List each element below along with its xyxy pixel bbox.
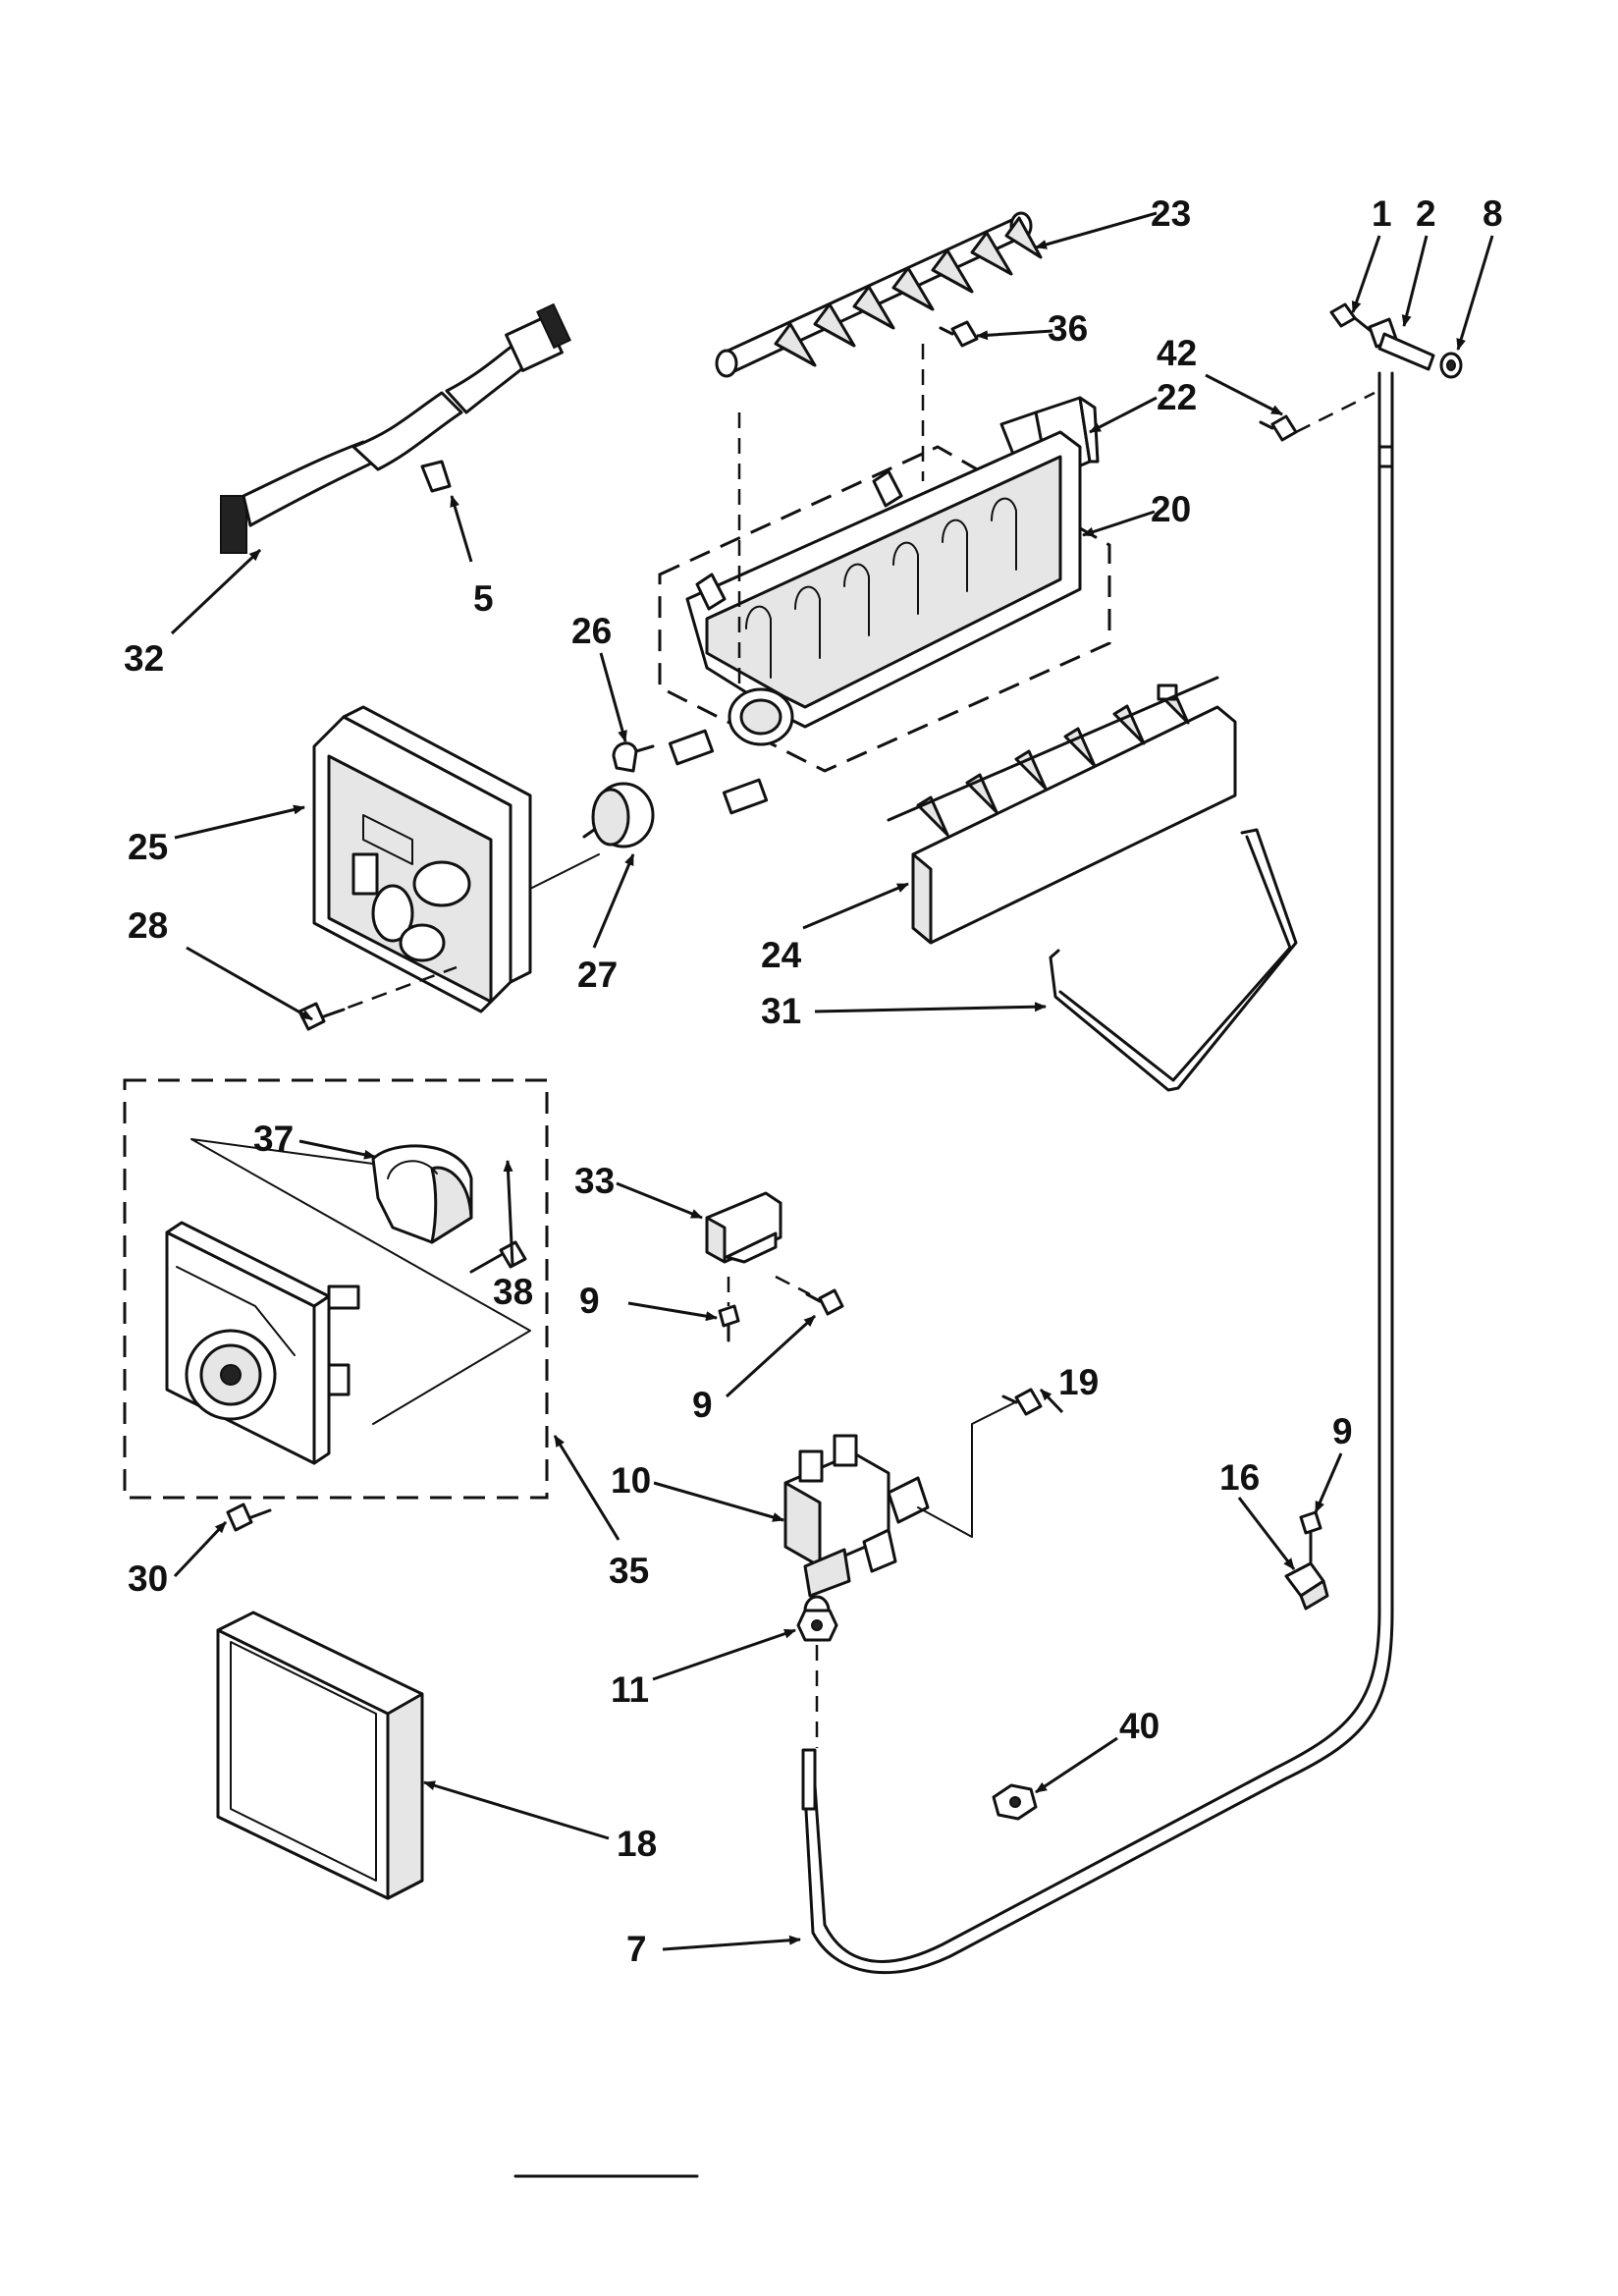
label-9a: 9 [579, 1281, 600, 1321]
label-7: 7 [626, 1929, 647, 1969]
label-19: 19 [1058, 1362, 1099, 1402]
label-23: 23 [1151, 193, 1191, 234]
part-wire-harness [220, 302, 571, 554]
part-screw-30 [226, 1503, 272, 1532]
label-26: 26 [571, 611, 612, 651]
label-28: 28 [128, 905, 168, 946]
label-37: 37 [253, 1119, 294, 1159]
label-18: 18 [617, 1824, 657, 1864]
part-screw-38 [469, 1240, 527, 1274]
part-ejector-blade [715, 211, 1043, 378]
part-thermostat-27 [582, 782, 655, 848]
label-33: 33 [574, 1161, 615, 1201]
label-11: 11 [611, 1669, 649, 1710]
assembly-35-box [123, 1078, 549, 1500]
part-bracket-33 [705, 1191, 782, 1264]
label-42: 42 [1157, 333, 1197, 373]
part-screw-28 [297, 965, 458, 1031]
part-screw-9c [1299, 1510, 1322, 1563]
label-20: 20 [1151, 489, 1191, 529]
part-ice-mold [658, 430, 1111, 815]
part-clamp-16 [1284, 1561, 1329, 1611]
label-1: 1 [1372, 193, 1392, 234]
label-5: 5 [473, 578, 494, 619]
part-control-plate [165, 1221, 360, 1465]
label-10: 10 [611, 1460, 651, 1501]
label-16: 16 [1219, 1457, 1260, 1498]
label-27: 27 [577, 955, 618, 995]
part-control-housing [312, 705, 532, 1013]
part-screw-9b [775, 1275, 844, 1316]
leader-lines [170, 211, 1494, 1951]
part-stripper [911, 683, 1237, 945]
part-fill-tube-fitting [1329, 302, 1463, 379]
part-cover-18 [216, 1611, 424, 1900]
label-30: 30 [128, 1558, 168, 1599]
label-8: 8 [1483, 193, 1503, 234]
label-31: 31 [761, 991, 801, 1031]
part-water-valve [783, 1434, 930, 1626]
valve-guide-line [917, 1398, 1022, 1538]
assembly-35-guides [190, 1138, 531, 1425]
label-9b: 9 [692, 1385, 713, 1425]
callout-labels: 23 1 2 8 36 42 22 20 32 5 26 25 28 27 24… [124, 193, 1503, 1969]
label-24: 24 [761, 935, 802, 975]
part-water-tube [801, 371, 1394, 1975]
label-38: 38 [493, 1272, 533, 1312]
label-2: 2 [1416, 193, 1436, 234]
part-screw-42 [1259, 391, 1375, 442]
part-motor-37 [371, 1144, 473, 1244]
part-nut-11 [796, 1609, 838, 1642]
label-25: 25 [128, 827, 168, 867]
part-screw-36 [939, 320, 979, 348]
label-9c: 9 [1332, 1411, 1353, 1451]
label-32: 32 [124, 638, 164, 679]
part-screw-19 [1001, 1388, 1043, 1416]
label-22: 22 [1157, 377, 1197, 417]
label-36: 36 [1048, 308, 1088, 349]
part-shutoff-arm [1049, 828, 1298, 1092]
part-clip-26 [612, 741, 655, 773]
part-nut-40 [992, 1783, 1038, 1821]
label-35: 35 [609, 1551, 649, 1591]
part-screw-9a [718, 1277, 740, 1342]
label-40: 40 [1119, 1706, 1160, 1746]
